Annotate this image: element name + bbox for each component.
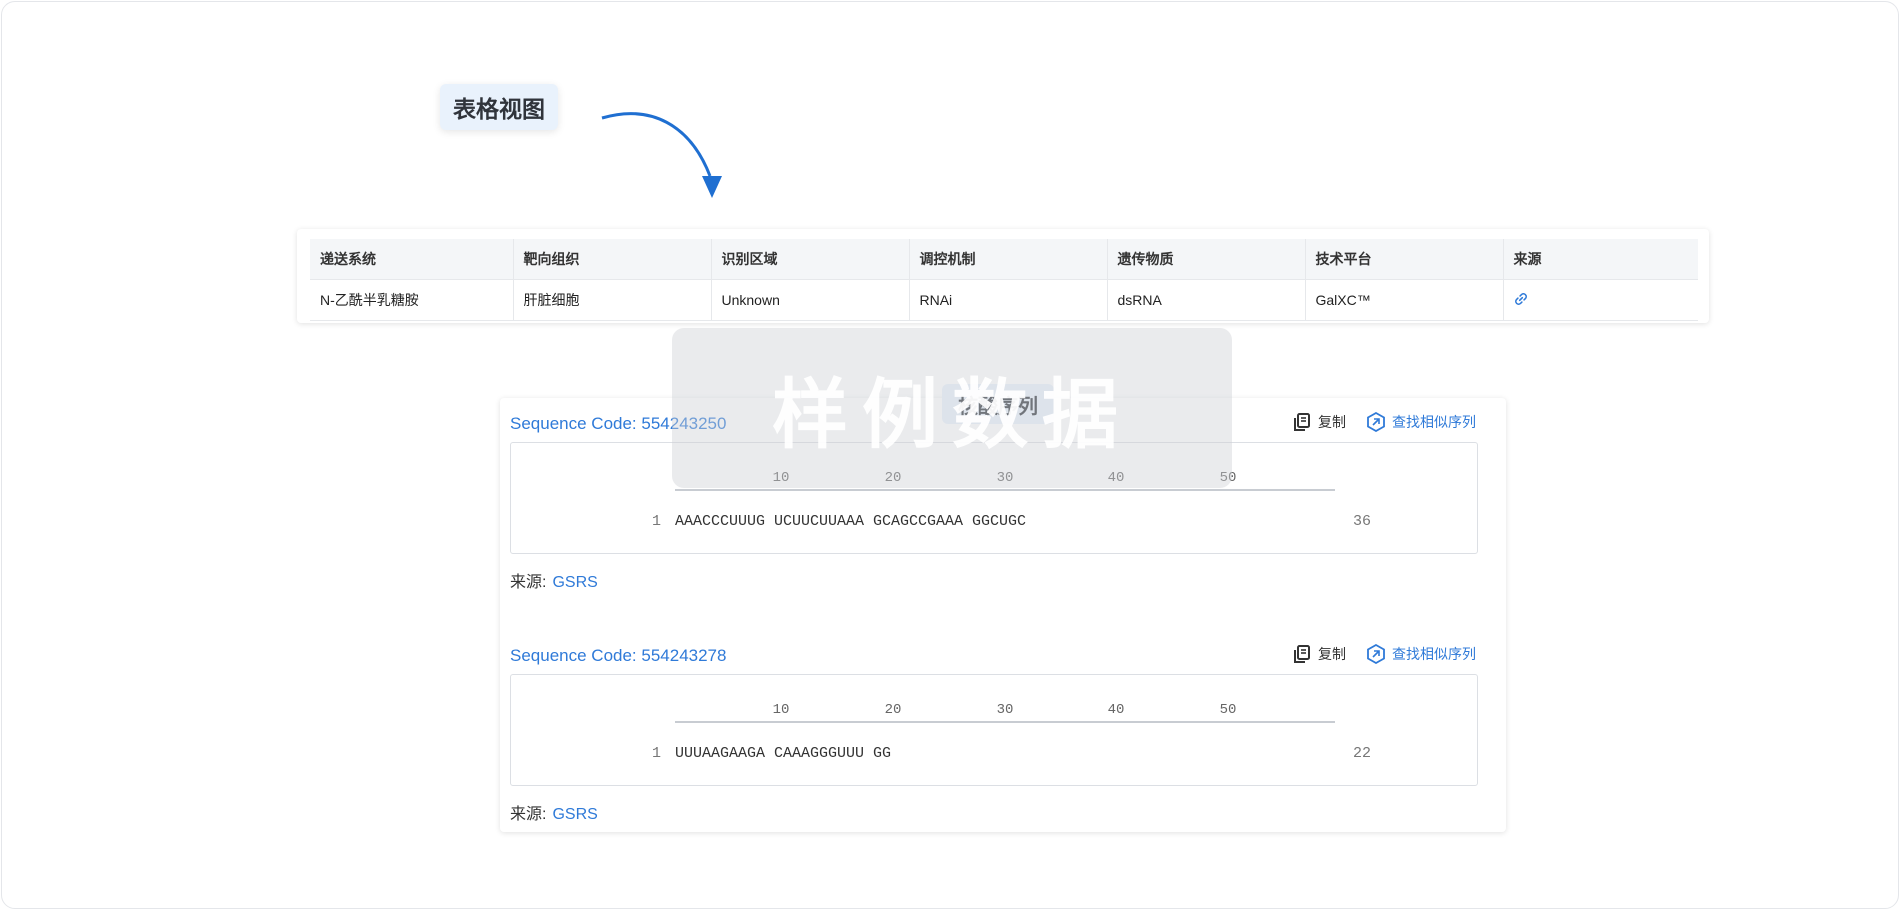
copy-button[interactable]: 复制 bbox=[1292, 644, 1346, 664]
sequence-start-index: 1 bbox=[651, 513, 661, 530]
sequence-block: Sequence Code: 554243250 复制 bbox=[510, 408, 1496, 591]
cell-regulation-mechanism: RNAi bbox=[909, 279, 1108, 321]
sequence-header: Sequence Code: 554243250 复制 bbox=[510, 408, 1496, 438]
header-target-tissue: 靶向组织 bbox=[513, 239, 712, 280]
sequence-actions: 复制 查找相似序列 bbox=[1292, 644, 1476, 664]
copy-icon bbox=[1294, 413, 1310, 431]
table-header-row: 递送系统 靶向组织 识别区域 调控机制 遗传物质 技术平台 来源 bbox=[310, 239, 1698, 280]
header-regulation-mechanism: 调控机制 bbox=[909, 239, 1108, 280]
sequence-length: 22 bbox=[1353, 745, 1372, 762]
ruler-tick-label: 30 bbox=[996, 470, 1014, 486]
header-recognition-region: 识别区域 bbox=[711, 239, 910, 280]
sequence-block: Sequence Code: 554243278 复制 bbox=[510, 640, 1496, 823]
find-similar-button[interactable]: 查找相似序列 bbox=[1366, 412, 1476, 432]
similar-search-icon bbox=[1367, 412, 1385, 432]
ruler-tick-label: 10 bbox=[772, 702, 790, 718]
ruler-tick-label: 30 bbox=[996, 702, 1014, 718]
table-row: N-乙酰半乳糖胺 肝脏细胞 Unknown RNAi dsRNA GalXC™ bbox=[310, 279, 1698, 321]
find-similar-button[interactable]: 查找相似序列 bbox=[1366, 644, 1476, 664]
header-delivery-system: 递送系统 bbox=[310, 239, 514, 280]
copy-label: 复制 bbox=[1318, 414, 1346, 430]
similar-search-icon bbox=[1367, 644, 1385, 664]
source-link[interactable]: GSRS bbox=[552, 574, 598, 591]
sequence-ruler: 10 20 30 40 50 bbox=[511, 470, 1477, 486]
copy-label: 复制 bbox=[1318, 646, 1346, 662]
sequence-card: Sequence Code: 554243250 复制 bbox=[500, 398, 1506, 832]
sequence-header: Sequence Code: 554243278 复制 bbox=[510, 640, 1496, 670]
find-similar-label: 查找相似序列 bbox=[1392, 646, 1476, 662]
ruler-tick-label: 20 bbox=[884, 702, 902, 718]
source-label: 来源: bbox=[510, 806, 547, 823]
sequence-source: 来源: GSRS bbox=[510, 800, 598, 824]
ruler-line bbox=[675, 489, 1335, 491]
ruler-tick-label: 50 bbox=[1219, 702, 1237, 718]
header-source: 来源 bbox=[1503, 239, 1698, 280]
ruler-tick-label: 20 bbox=[884, 470, 902, 486]
cell-recognition-region: Unknown bbox=[711, 279, 910, 321]
cell-tech-platform: GalXC™ bbox=[1305, 279, 1504, 321]
ruler-tick-label: 10 bbox=[772, 470, 790, 486]
sequence-viewer: 10 20 30 40 50 1 AAACCCUUUG UCUUCUUAAA G… bbox=[510, 442, 1478, 554]
ruler-tick-label: 40 bbox=[1107, 470, 1125, 486]
sequence-text: AAACCCUUUG UCUUCUUAAA GCAGCCGAAA GGCUGC bbox=[675, 513, 1027, 530]
cell-target-tissue: 肝脏细胞 bbox=[513, 279, 712, 321]
cell-delivery-system: N-乙酰半乳糖胺 bbox=[310, 279, 514, 321]
source-link[interactable]: GSRS bbox=[552, 806, 598, 823]
sequence-viewer: 10 20 30 40 50 1 UUUAAGAAGA CAAAGGGUUU G… bbox=[510, 674, 1478, 786]
sequence-code-link[interactable]: Sequence Code: 554243250 bbox=[510, 414, 727, 433]
find-similar-label: 查找相似序列 bbox=[1392, 414, 1476, 430]
source-label: 来源: bbox=[510, 574, 547, 591]
info-table: 递送系统 靶向组织 识别区域 调控机制 遗传物质 技术平台 来源 N-乙酰半乳糖… bbox=[310, 239, 1698, 321]
ruler-tick-label: 40 bbox=[1107, 702, 1125, 718]
sequence-actions: 复制 查找相似序列 bbox=[1292, 412, 1476, 432]
header-genetic-material: 遗传物质 bbox=[1107, 239, 1306, 280]
ruler-tick-label: 50 bbox=[1219, 470, 1237, 486]
sequence-text: UUUAAGAAGA CAAAGGGUUU GG bbox=[675, 745, 892, 762]
sequence-callout: 核酸序列 bbox=[942, 384, 1054, 424]
cell-genetic-material: dsRNA bbox=[1107, 279, 1306, 321]
sequence-ruler: 10 20 30 40 50 bbox=[511, 702, 1477, 718]
sequence-source: 来源: GSRS bbox=[510, 568, 598, 592]
sequence-length: 36 bbox=[1353, 513, 1372, 530]
cell-source bbox=[1503, 279, 1698, 321]
info-table-card: 递送系统 靶向组织 识别区域 调控机制 遗传物质 技术平台 来源 N-乙酰半乳糖… bbox=[297, 229, 1709, 323]
sample-data-watermark: 样例数据 bbox=[672, 328, 1232, 488]
table-view-callout: 表格视图 bbox=[440, 84, 558, 130]
sequence-code-link[interactable]: Sequence Code: 554243278 bbox=[510, 646, 727, 665]
ruler-line bbox=[675, 721, 1335, 723]
copy-button[interactable]: 复制 bbox=[1292, 412, 1346, 432]
curved-arrow-icon bbox=[601, 112, 722, 198]
copy-icon bbox=[1294, 645, 1310, 663]
link-icon[interactable] bbox=[1514, 292, 1528, 306]
header-tech-platform: 技术平台 bbox=[1305, 239, 1504, 280]
sequence-start-index: 1 bbox=[651, 745, 661, 762]
